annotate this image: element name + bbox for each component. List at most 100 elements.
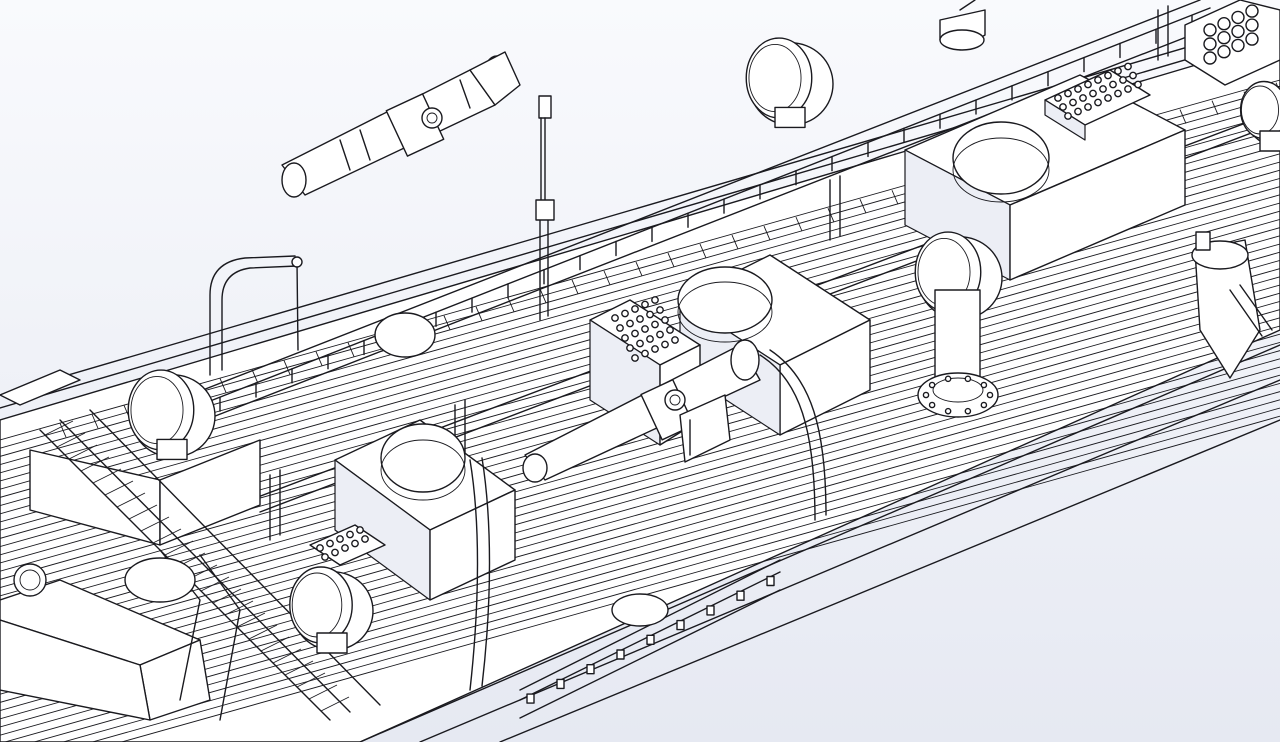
ladder-rung bbox=[164, 540, 194, 556]
deck-rib bbox=[1211, 100, 1219, 115]
panel-knob bbox=[666, 326, 674, 334]
panel-knob bbox=[626, 319, 634, 328]
flange-bolt bbox=[944, 375, 952, 383]
handrail-loop[interactable] bbox=[209, 255, 303, 376]
deck-slat bbox=[0, 268, 1280, 630]
panel-knob bbox=[636, 315, 644, 323]
flange-bolt bbox=[944, 407, 952, 415]
rail-clip bbox=[766, 575, 775, 587]
panel-knob bbox=[1217, 31, 1231, 45]
panel-knob bbox=[661, 316, 669, 324]
panel-knob bbox=[641, 349, 649, 358]
panel-knob bbox=[1245, 18, 1259, 32]
floodlight-3 bbox=[745, 37, 834, 129]
ladder-rung bbox=[140, 516, 170, 532]
deck-slat bbox=[0, 325, 1280, 687]
panel-knob bbox=[1084, 103, 1092, 111]
panel-knob bbox=[651, 320, 659, 329]
flange-bolt bbox=[964, 407, 972, 415]
ladder-rung bbox=[284, 660, 314, 676]
panel-knob bbox=[1203, 51, 1217, 65]
panel-knob bbox=[1124, 85, 1132, 93]
panel-knob bbox=[1114, 67, 1122, 75]
ladder-rung bbox=[104, 480, 134, 496]
control-panel-4[interactable] bbox=[1184, 0, 1280, 86]
antenna-mast[interactable] bbox=[535, 95, 555, 221]
vent-pipe[interactable] bbox=[917, 289, 999, 418]
ladder-rung bbox=[272, 648, 302, 664]
panel-knob bbox=[1104, 71, 1112, 80]
panel-knob bbox=[1217, 45, 1231, 59]
deck-slat bbox=[0, 292, 1280, 654]
panel-knob bbox=[656, 306, 664, 314]
deck-slat bbox=[0, 276, 1280, 638]
panel-knob bbox=[646, 310, 654, 319]
deck-slat bbox=[0, 366, 1280, 728]
deck-slat bbox=[61, 399, 1280, 742]
panel-knob bbox=[1203, 37, 1217, 51]
deck-rib bbox=[859, 199, 867, 214]
rail-clip bbox=[586, 664, 595, 675]
floodlight-2 bbox=[289, 566, 374, 654]
valve-pipe-floating[interactable] bbox=[281, 51, 521, 198]
deck-rib bbox=[443, 315, 451, 330]
ladder-rung bbox=[68, 444, 98, 460]
deck-rib bbox=[219, 378, 227, 393]
panel-knob bbox=[1114, 89, 1122, 98]
floodlight-1 bbox=[127, 369, 216, 461]
gantry-frame[interactable] bbox=[0, 369, 381, 721]
deck-slat bbox=[0, 259, 1280, 621]
deck-rib bbox=[59, 423, 67, 438]
thruster-pod[interactable] bbox=[1191, 231, 1273, 379]
panel-knob bbox=[641, 300, 649, 309]
control-panel-2[interactable] bbox=[1044, 62, 1151, 141]
hatch-box-1[interactable] bbox=[334, 419, 516, 601]
deck-rib bbox=[539, 288, 547, 303]
deck-hatch-covers bbox=[124, 312, 669, 627]
deck-slat bbox=[0, 358, 1280, 720]
deck-slat bbox=[0, 309, 1280, 671]
panel-knob bbox=[626, 344, 634, 352]
ladder-rung bbox=[128, 504, 158, 520]
panel-knob bbox=[616, 324, 624, 332]
panel-knob bbox=[326, 539, 334, 548]
ladder-rung bbox=[212, 588, 242, 604]
ladder-rung bbox=[248, 624, 278, 640]
rail-clip bbox=[646, 634, 655, 645]
panel-knob bbox=[1084, 80, 1092, 89]
panel-knob bbox=[341, 544, 349, 552]
valve-pipe-deck[interactable] bbox=[522, 339, 761, 483]
panel-knob bbox=[336, 535, 344, 543]
control-panel-3[interactable] bbox=[309, 524, 386, 566]
deck-slat bbox=[90, 407, 1280, 742]
ladder-rung bbox=[296, 672, 326, 688]
panel-knob bbox=[631, 329, 639, 338]
panel-knob bbox=[1069, 98, 1077, 107]
deck-slat bbox=[3, 382, 1280, 742]
panel-knob bbox=[1231, 24, 1245, 39]
flange-bolt bbox=[928, 381, 936, 389]
floodlight-5 bbox=[1239, 80, 1280, 152]
deck-rib bbox=[251, 369, 259, 384]
deck-rib bbox=[699, 243, 707, 259]
deck-rib bbox=[1179, 109, 1187, 124]
deck-rib bbox=[667, 252, 675, 268]
panel-knob bbox=[631, 354, 639, 362]
panel-knob bbox=[1094, 76, 1102, 84]
panel-knob bbox=[346, 530, 354, 539]
panel-knob bbox=[1109, 80, 1117, 89]
cable-drop bbox=[469, 349, 827, 691]
flange-bolt bbox=[986, 391, 994, 399]
flange-bolt bbox=[964, 375, 972, 383]
panel-knob bbox=[1079, 94, 1087, 102]
panel-knob bbox=[1129, 71, 1137, 80]
ladder-rung bbox=[260, 636, 290, 652]
panel-knob bbox=[1245, 4, 1259, 18]
ladder-rung bbox=[152, 528, 182, 544]
flange-bolt bbox=[980, 381, 988, 389]
panel-knob bbox=[621, 334, 629, 342]
panel-knob bbox=[1104, 94, 1112, 102]
panel-knob bbox=[1089, 89, 1097, 98]
